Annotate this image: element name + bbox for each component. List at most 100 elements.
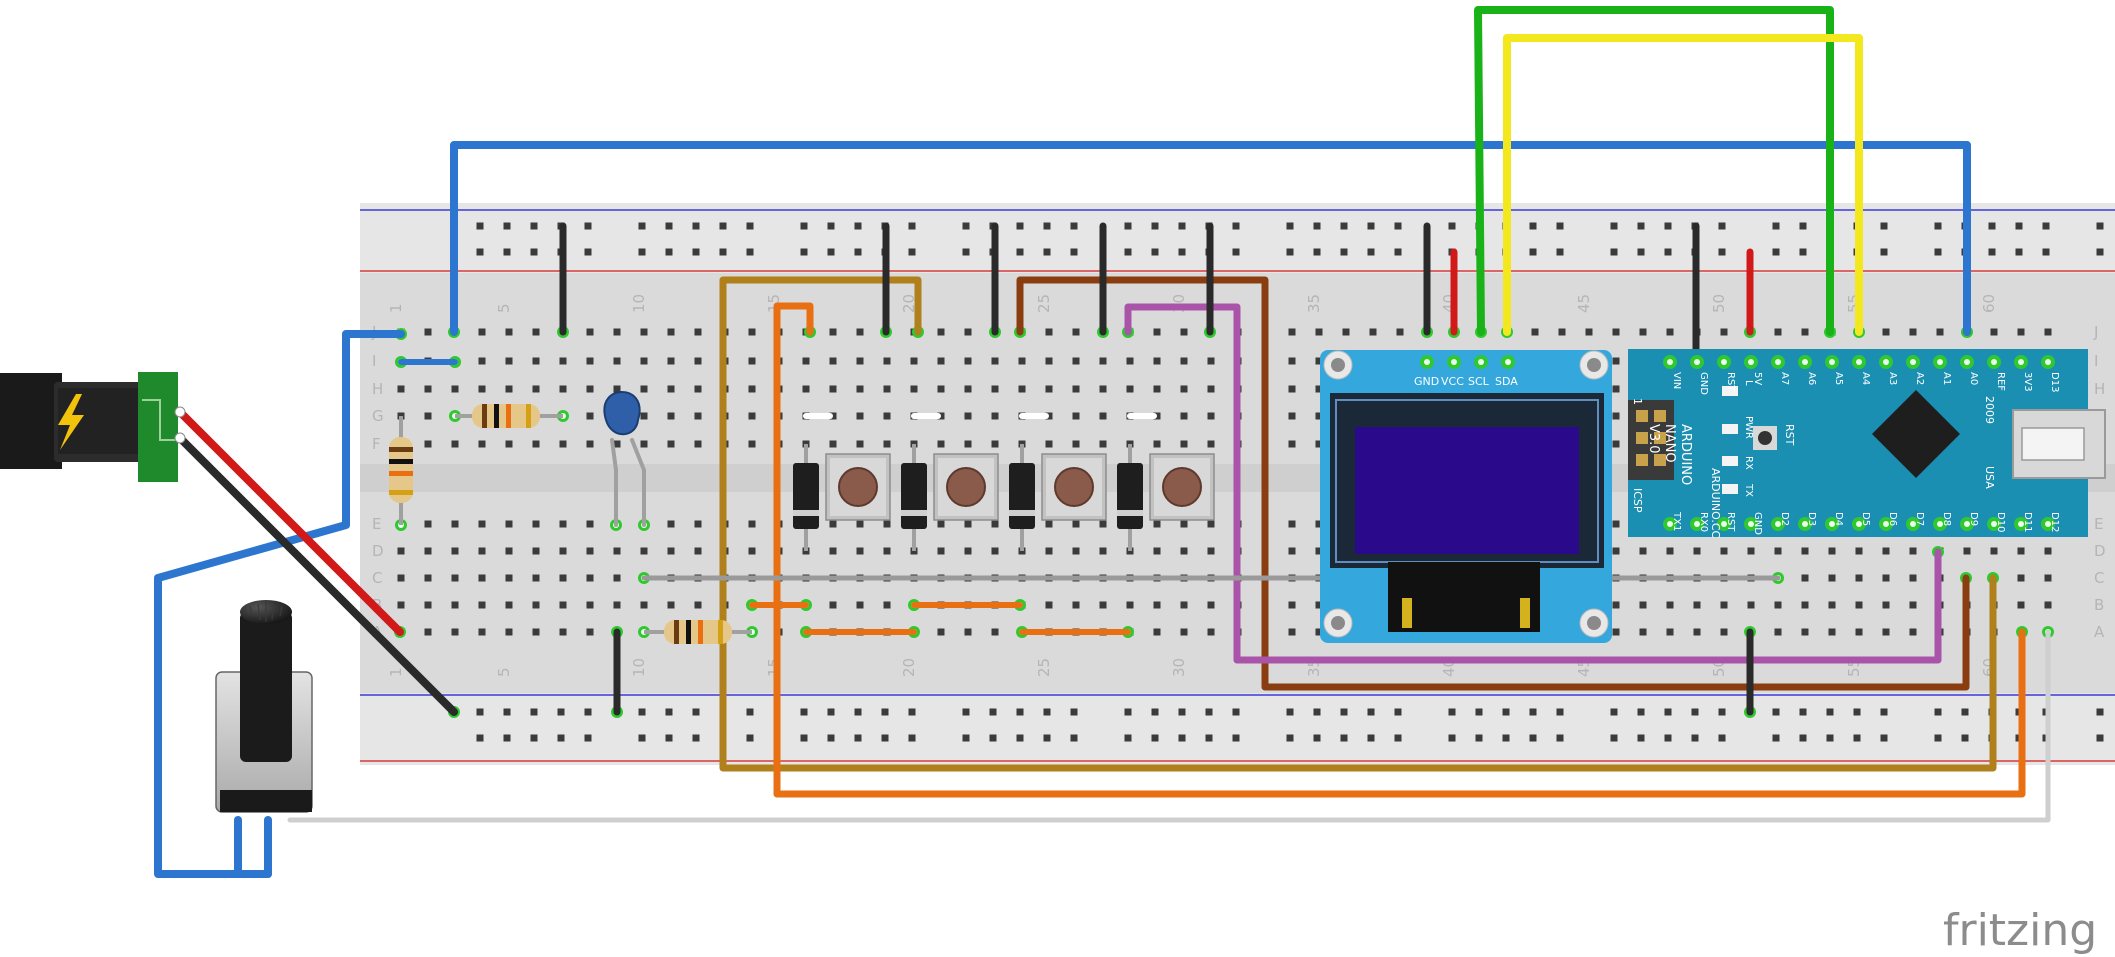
breadboard-hole <box>667 547 675 555</box>
breadboard-hole <box>856 601 864 609</box>
breadboard-hole <box>451 601 459 609</box>
rail-hole <box>1961 708 1969 716</box>
board-country: USA <box>1983 466 1996 489</box>
rail-hole <box>1718 708 1726 716</box>
icsp-pin <box>1636 432 1648 444</box>
breadboard-hole <box>883 357 891 365</box>
rail-hole <box>1772 248 1780 256</box>
column-number-top: 60 <box>1980 294 1998 313</box>
breadboard-hole <box>1126 601 1134 609</box>
diode <box>1009 463 1035 529</box>
rail-hole <box>1934 248 1942 256</box>
breadboard-hole <box>1045 601 1053 609</box>
wires <box>154 6 2051 878</box>
arduino-pin-label: D13 <box>2049 372 2060 392</box>
breadboard-hole <box>586 601 594 609</box>
rail-hole <box>1070 708 1078 716</box>
breadboard-hole <box>883 520 891 528</box>
icsp-pin <box>1654 432 1666 444</box>
breadboard-hole <box>1288 440 1296 448</box>
rail-hole <box>1934 708 1942 716</box>
rail-hole <box>1043 248 1051 256</box>
rail-hole <box>1043 708 1051 716</box>
breadboard-hole <box>964 520 972 528</box>
breadboard-hole <box>505 601 513 609</box>
breadboard-hole <box>1747 547 1755 555</box>
arduino-pin-label: RX0 <box>1698 512 1709 532</box>
arduino-pin-label: 3V3 <box>2022 372 2033 392</box>
breadboard-hole <box>613 601 621 609</box>
rail-hole <box>1529 708 1537 716</box>
rail-hole <box>1637 222 1645 230</box>
breadboard-hole <box>748 440 756 448</box>
reset-label: RST <box>1783 424 1796 446</box>
rail-hole <box>1313 734 1321 742</box>
rail-hole <box>692 222 700 230</box>
breadboard-hole <box>937 385 945 393</box>
rail-hole <box>1070 248 1078 256</box>
arduino-pin-label: D8 <box>1941 512 1952 526</box>
breadboard-hole <box>1855 574 1863 582</box>
breadboard-hole <box>1666 547 1674 555</box>
rail-hole <box>746 248 754 256</box>
rail-hole <box>1178 248 1186 256</box>
breadboard-hole <box>1612 412 1620 420</box>
rail-hole <box>1664 222 1672 230</box>
arduino-pin-label: A1 <box>1941 372 1952 385</box>
rail-hole <box>1610 222 1618 230</box>
row-letter-left: D <box>372 542 384 560</box>
jack-barrel <box>0 373 62 469</box>
arduino-pin-center <box>1829 359 1835 365</box>
breadboard-hole <box>1639 601 1647 609</box>
breadboard-hole <box>1828 601 1836 609</box>
breadboard-hole <box>991 440 999 448</box>
breadboard-hole <box>1882 547 1890 555</box>
breadboard-hole <box>478 628 486 636</box>
breadboard-hole <box>667 601 675 609</box>
breadboard-hole <box>1612 357 1620 365</box>
breadboard-hole <box>1612 547 1620 555</box>
board-site: ARDUINO.CC <box>1709 468 1722 539</box>
breadboard-hole <box>1126 385 1134 393</box>
rail-hole <box>530 708 538 716</box>
breadboard-hole <box>640 328 648 336</box>
breadboard-hole <box>1153 328 1161 336</box>
rail-hole <box>1691 708 1699 716</box>
arduino-labels: ARDUINONANOV3.0ARDUINO.CC2009USAICSP1RST… <box>1631 380 1996 539</box>
arduino-pin-label: D7 <box>1914 512 1925 526</box>
breadboard-hole <box>883 440 891 448</box>
arduino-pin-label: A3 <box>1887 372 1898 385</box>
column-number-top: 5 <box>495 303 513 313</box>
rail-hole <box>854 222 862 230</box>
button-diode-row <box>793 444 1215 551</box>
breadboard-hole <box>1288 412 1296 420</box>
rail-hole <box>1718 248 1726 256</box>
row-letter-right: J <box>2093 323 2098 341</box>
push-button-cap <box>946 467 986 507</box>
breadboard-hole <box>1855 547 1863 555</box>
arduino-pin-center <box>1937 359 1943 365</box>
diode <box>793 463 819 529</box>
oled-pin-label: SCL <box>1468 375 1490 388</box>
rail-hole <box>1016 708 1024 716</box>
breadboard-hole <box>559 574 567 582</box>
board-name-line-3: V3.0 <box>1646 424 1661 454</box>
breadboard-hole <box>1828 547 1836 555</box>
arduino-pin-label: D3 <box>1806 512 1817 526</box>
breadboard-hole <box>2017 601 2025 609</box>
arduino-pcb <box>1628 349 2088 537</box>
rail-hole <box>800 222 808 230</box>
rail-hole <box>1313 708 1321 716</box>
breadboard-hole <box>964 328 972 336</box>
column-number-bottom: 10 <box>630 658 648 677</box>
breadboard-hole <box>1666 328 1674 336</box>
rail-hole <box>584 708 592 716</box>
column-number-top: 35 <box>1305 294 1323 313</box>
resistor-horizontal-2 <box>644 620 752 644</box>
rail-hole <box>1043 222 1051 230</box>
rail-hole <box>1394 734 1402 742</box>
breadboard-hole <box>586 385 594 393</box>
wire-yellow-sda <box>1503 34 1863 336</box>
wire-ochre <box>719 276 1997 772</box>
rail-hole <box>800 708 808 716</box>
